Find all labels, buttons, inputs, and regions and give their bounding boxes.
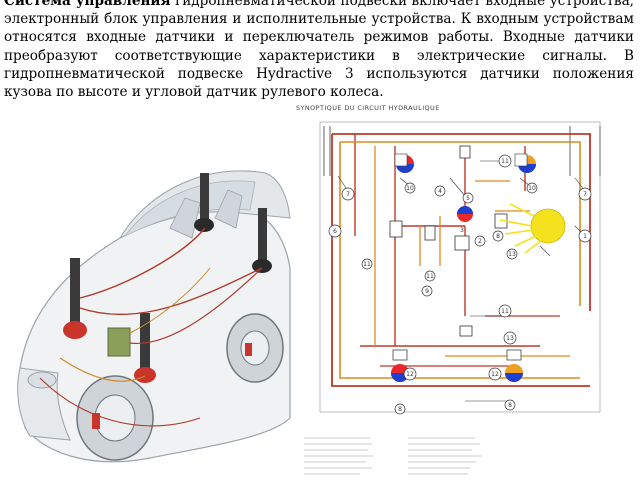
label-9: 9 xyxy=(425,288,429,295)
label-8b: 8 xyxy=(398,406,402,413)
label-12b: 12 xyxy=(491,371,499,378)
description-paragraph: Система управления гидропневматической п… xyxy=(4,0,634,101)
label-5: 5 xyxy=(466,195,470,202)
label-7b: 7 xyxy=(583,191,587,198)
label-10: 10 xyxy=(406,185,414,192)
section-heading: Система управления xyxy=(4,0,171,9)
label-8: 8 xyxy=(496,233,500,240)
label-1: 1 xyxy=(583,233,587,240)
label-11: 11 xyxy=(501,158,509,165)
label-10b: 10 xyxy=(528,185,536,192)
diagram-title: SYNOPTIQUE DU CIRCUIT HYDRAULIQUE xyxy=(296,104,440,112)
label-6: 6 xyxy=(333,228,337,235)
label-11c: 11 xyxy=(426,273,434,280)
label-7: 7 xyxy=(346,191,350,198)
label-8c: 8 xyxy=(508,402,512,409)
label-11b: 11 xyxy=(363,261,371,268)
car-suspension-illustration xyxy=(17,170,291,463)
hydraulic-circuit-diagram: 7 7 10 10 4 5 11 1 2 8 13 6 11 11 9 11 1… xyxy=(300,121,601,480)
label-13: 13 xyxy=(508,251,516,258)
label-2: 2 xyxy=(478,238,482,245)
label-12: 12 xyxy=(406,371,414,378)
label-3: 3 xyxy=(460,227,464,234)
label-11d: 11 xyxy=(501,308,509,315)
section-body: гидропневматической подвески включает вх… xyxy=(4,0,634,101)
label-13b: 13 xyxy=(506,335,514,342)
label-4: 4 xyxy=(438,188,442,195)
diagram-legend xyxy=(300,434,600,480)
